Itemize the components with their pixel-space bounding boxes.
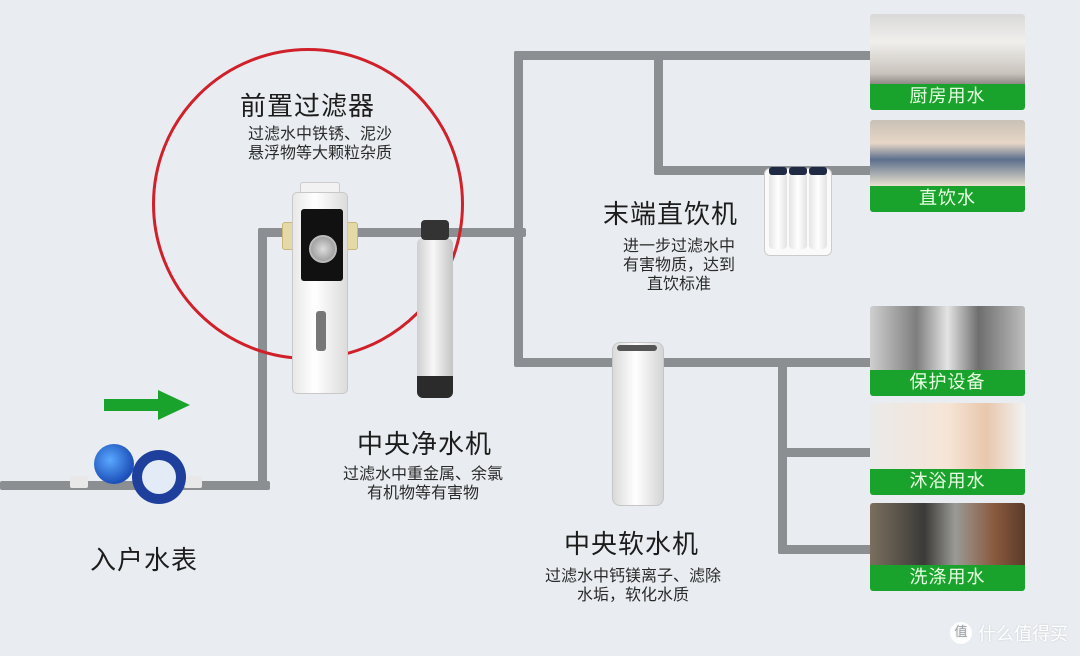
- pressure-gauge-icon: [309, 235, 337, 263]
- pipe-bath-branch: [778, 448, 874, 457]
- terminal-drinker-desc: 进一步过滤水中 有害物质，达到 直饮标准: [594, 236, 764, 293]
- purifier-valve-head: [421, 220, 449, 240]
- pipe-wash-branch: [778, 545, 874, 554]
- filter-cartridge-2: [789, 173, 807, 249]
- terminal-drinker-title: 末端直饮机: [603, 200, 739, 230]
- central-softener-title: 中央软水机: [564, 530, 700, 560]
- prefilter-title: 前置过滤器: [240, 92, 376, 122]
- central-softener-desc: 过滤水中钙镁离子、滤除 水垢，软化水质: [508, 566, 758, 604]
- terminal-drinker-desc-line3: 直饮标准: [646, 274, 711, 293]
- pipe-riser: [258, 228, 267, 490]
- filter-cartridge-1: [769, 173, 787, 249]
- meter-inlet-coupling: [70, 476, 88, 488]
- flow-arrow-icon: [104, 390, 190, 420]
- prefilter-desc-line2: 悬浮物等大颗粒杂质: [247, 143, 392, 162]
- usage-label-kitchen: 厨房用水: [870, 84, 1025, 110]
- meter-outlet-coupling: [184, 476, 202, 488]
- pipe-kitchen-branch: [514, 51, 874, 60]
- prefilter-desc-line1: 过滤水中铁锈、泥沙: [247, 124, 392, 143]
- central-softener-desc-line1: 过滤水中钙镁离子、滤除: [544, 566, 721, 585]
- pipe-main-trunk: [514, 51, 523, 366]
- cartridge-cap-3: [809, 167, 827, 175]
- watermark: 值 什么值得买: [950, 620, 1068, 646]
- prefilter-body: [292, 192, 348, 394]
- terminal-drinker-desc-line1: 进一步过滤水中: [622, 236, 735, 255]
- central-purifier-desc: 过滤水中重金属、余氯 有机物等有害物: [308, 464, 538, 502]
- central-purifier-desc-line1: 过滤水中重金属、余氯: [342, 464, 503, 483]
- meter-lid: [94, 444, 134, 484]
- central-softener-device: [612, 342, 664, 506]
- usage-label-appliances: 保护设备: [870, 370, 1025, 396]
- terminal-drinker-device: [764, 167, 832, 256]
- purifier-tank: [417, 238, 453, 378]
- baby-shower-photo: [870, 403, 1025, 469]
- terminal-drinker-desc-line2: 有害物质，达到: [622, 255, 735, 274]
- water-meter-device: [70, 442, 202, 514]
- meter-dial-face: [142, 460, 176, 494]
- purifier-base: [417, 376, 453, 398]
- softener-top: [617, 345, 657, 351]
- usage-card-kitchen: 厨房用水: [870, 14, 1025, 110]
- pipe-softener-branch: [514, 358, 874, 367]
- usage-label-washing: 洗涤用水: [870, 565, 1025, 591]
- central-purifier-desc-line2: 有机物等有害物: [366, 483, 479, 502]
- prefilter-desc: 过滤水中铁锈、泥沙 悬浮物等大颗粒杂质: [220, 124, 420, 162]
- usage-card-bath: 沐浴用水: [870, 403, 1025, 495]
- watermark-badge-icon: 值: [950, 622, 972, 644]
- drinking-water-photo: [870, 120, 1025, 186]
- usage-card-appliances: 保护设备: [870, 306, 1025, 396]
- prefilter-device: [282, 182, 358, 394]
- cartridge-cap-1: [769, 167, 787, 175]
- prefilter-window: [316, 311, 326, 351]
- usage-card-washing: 洗涤用水: [870, 503, 1025, 591]
- washing-photo: [870, 503, 1025, 565]
- pipe-drinking-riser: [654, 51, 663, 175]
- appliances-photo: [870, 306, 1025, 370]
- central-purifier-title: 中央净水机: [357, 430, 493, 460]
- usage-card-drinking: 直饮水: [870, 120, 1025, 212]
- usage-label-drinking: 直饮水: [870, 186, 1025, 212]
- filter-cartridge-3: [809, 173, 827, 249]
- central-purifier-device: [415, 220, 455, 398]
- meter-title: 入户水表: [90, 546, 199, 576]
- watermark-text: 什么值得买: [978, 624, 1068, 645]
- central-softener-desc-line2: 水垢，软化水质: [576, 585, 689, 604]
- cartridge-cap-2: [789, 167, 807, 175]
- usage-label-bath: 沐浴用水: [870, 469, 1025, 495]
- kitchen-sink-photo: [870, 14, 1025, 84]
